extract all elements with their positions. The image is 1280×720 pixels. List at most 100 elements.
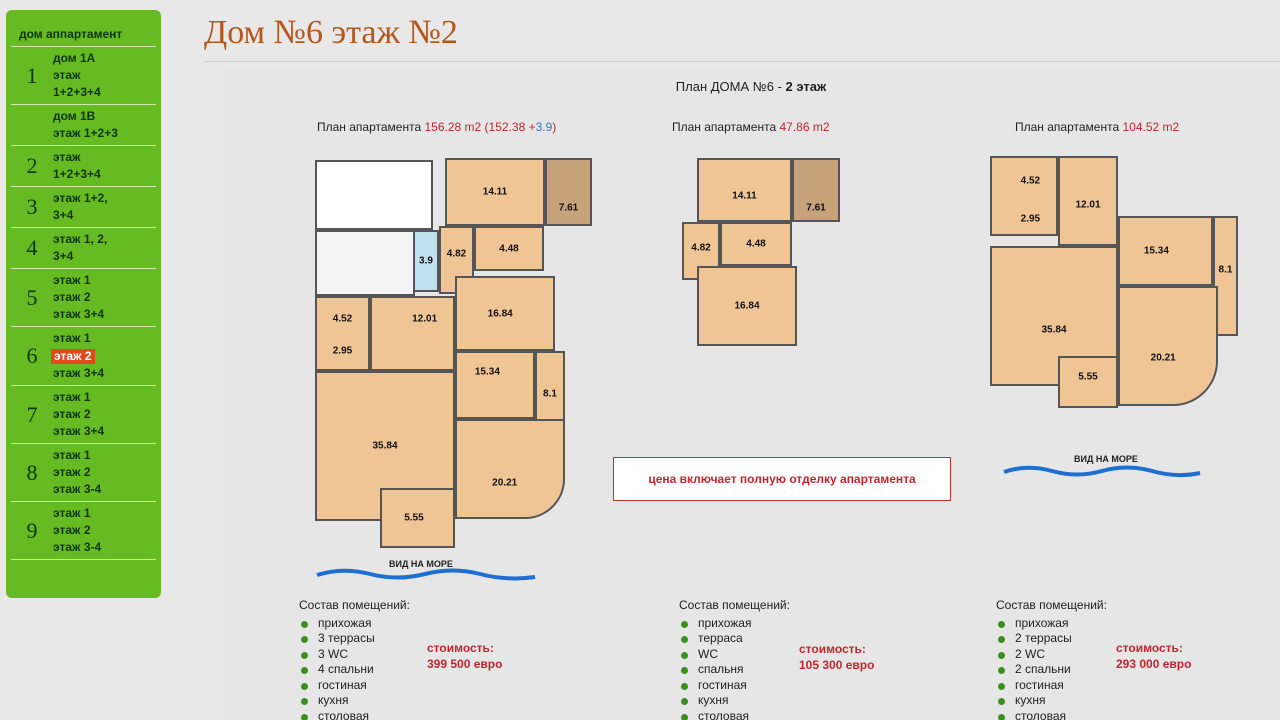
floor-link[interactable]: дом 1В (53, 109, 96, 123)
room-kitchen: 12.01 (1058, 156, 1118, 246)
room-bedroom-2: 20.21 (1118, 286, 1218, 406)
floor-plan-title-floor: 2 этаж (785, 79, 827, 94)
floor-links: этаж 1+2, 3+4 (53, 187, 156, 227)
plan-3-cost-label: стоимость: (1116, 641, 1183, 655)
floor-links: этаж 1 этаж 2 этаж 3-4 (53, 444, 156, 501)
floor-links: этаж 1 этаж 2 этаж 3+4 (53, 269, 156, 326)
floor-link[interactable]: этаж 1 (53, 331, 91, 345)
room-list-item: столовая (996, 709, 1107, 720)
plan-1-area-detail-open: (152.38 + (484, 120, 536, 134)
room-list-item: кухня (299, 693, 410, 709)
floor-links: этаж 1, 2, 3+4 (53, 228, 156, 268)
room-list-item: столовая (299, 709, 410, 720)
room-list-item: WC (679, 647, 790, 663)
house-number: 1 (26, 62, 38, 88)
floor-link[interactable]: этаж 2 (53, 465, 91, 479)
floor-link[interactable]: 3+4 (53, 249, 74, 263)
house-number: 5 (26, 284, 38, 310)
floor-links: этаж 1 этаж 2 этаж 3+4 (51, 327, 156, 385)
floor-link[interactable]: этаж (53, 150, 81, 164)
sidebar-house-4: 4 этаж 1, 2, 3+4 (11, 228, 156, 269)
plan-3-label-prefix: План апартамента (1015, 120, 1120, 134)
floor-link[interactable]: этаж 3-4 (53, 540, 102, 554)
sidebar-nav: дом аппартамент 1 дом 1А этаж 1+2+3+4 дом 1В… (6, 10, 161, 598)
plan-3-cost: стоимость: 293 000 евро (1116, 640, 1191, 672)
room-list-item: 3 WC (299, 647, 410, 663)
room-list-item: прихожая (679, 616, 790, 632)
floor-link[interactable]: этаж 1+2+3 (53, 126, 118, 140)
floor-links: этаж 1+2+3+4 (53, 146, 156, 186)
plan-2-price: 105 300 евро (799, 658, 875, 672)
room-terrace-small: 3.9 (413, 230, 439, 292)
room-list-item: 2 спальни (996, 662, 1107, 678)
sidebar-house-1: 1 дом 1А этаж 1+2+3+4 (11, 47, 156, 105)
room-bedroom-3: 15.34 (455, 351, 535, 419)
room-kitchen: 12.01 (370, 296, 455, 371)
floor-link[interactable]: дом 1А (53, 51, 96, 65)
floor-link[interactable]: 1+2+3+4 (53, 167, 101, 181)
sea-wave-1 (316, 568, 536, 581)
sidebar-heading: дом аппартамент (11, 10, 156, 47)
floor-link[interactable]: 1+2+3+4 (53, 85, 101, 99)
room-list-item: прихожая (299, 616, 410, 632)
room-list-item: столовая (679, 709, 790, 720)
plan-1-label-prefix: План апартамента (317, 120, 422, 134)
floor-link[interactable]: этаж 3+4 (53, 366, 105, 380)
floor-link[interactable]: этаж 1, 2, (53, 232, 108, 246)
room-list-item: гостиная (679, 678, 790, 694)
room-list-item: 3 террасы (299, 631, 410, 647)
plan-1-area: 156.28 m2 (424, 120, 482, 134)
floor-plan-title: План ДОМА №6 - 2 этаж (222, 79, 1280, 94)
room-bedroom-1: 14.11 (445, 158, 545, 226)
plan-3-rooms-heading: Состав помещений: (996, 598, 1107, 612)
floor-link[interactable]: этаж 2 (53, 407, 91, 421)
plan-3-price: 293 000 евро (1116, 657, 1192, 671)
floor-plan-2[interactable]: 14.11 7.61 4.82 4.48 16.84 (682, 156, 842, 352)
floor-link[interactable]: этаж 1 (53, 506, 91, 520)
room-list-item: кухня (679, 693, 790, 709)
floor-links: дом 1А этаж 1+2+3+4 (53, 47, 156, 104)
floor-links: дом 1В этаж 1+2+3 (53, 105, 156, 145)
sidebar-house-5: 5 этаж 1 этаж 2 этаж 3+4 (11, 269, 156, 327)
floor-link[interactable]: этаж 1 (53, 273, 91, 287)
floor-link[interactable]: этаж 1 (53, 448, 91, 462)
sidebar-house-x1: дом 1В этаж 1+2+3 (11, 105, 156, 146)
sidebar-house-2: 2 этаж 1+2+3+4 (11, 146, 156, 187)
house-number: 4 (26, 235, 38, 260)
room-list-item: гостиная (299, 678, 410, 694)
plan-1-cost-label: стоимость: (427, 641, 494, 655)
floor-link[interactable]: этаж (53, 68, 81, 82)
plan-3-area: 104.52 m2 (1122, 120, 1180, 134)
plan-1-terrace-area: 3.9 (535, 120, 553, 134)
house-number: 2 (26, 153, 38, 178)
floor-link[interactable]: этаж 2 (53, 523, 91, 537)
plan-2-label: План апартамента 47.86 m2 (672, 120, 830, 134)
plan-2-cost-label: стоимость: (799, 642, 866, 656)
floor-link-active[interactable]: этаж 2 (51, 349, 95, 364)
room-terrace-2: 5.55 (1058, 356, 1118, 408)
floor-link[interactable]: этаж 3+4 (53, 307, 105, 321)
room-wc: 4.48 (720, 222, 792, 266)
house-number: 3 (26, 194, 38, 219)
floor-links: этаж 1 этаж 2 этаж 3+4 (53, 386, 156, 443)
floor-link[interactable]: этаж 3-4 (53, 482, 102, 496)
floor-link[interactable]: этаж 2 (53, 290, 91, 304)
floor-link[interactable]: этаж 3+4 (53, 424, 105, 438)
floor-plan-title-prefix: План ДОМА №6 - (675, 79, 782, 94)
sea-wave-2 (1003, 465, 1201, 478)
floor-links: этаж 1 этаж 2 этаж 3-4 (53, 502, 156, 559)
floor-link[interactable]: этаж 1+2, (53, 191, 108, 205)
plan-1-price: 399 500 евро (427, 657, 503, 671)
floor-link[interactable]: 3+4 (53, 208, 74, 222)
floor-link[interactable]: этаж 1 (53, 390, 91, 404)
room-bedroom-1: 15.34 (1118, 216, 1213, 286)
